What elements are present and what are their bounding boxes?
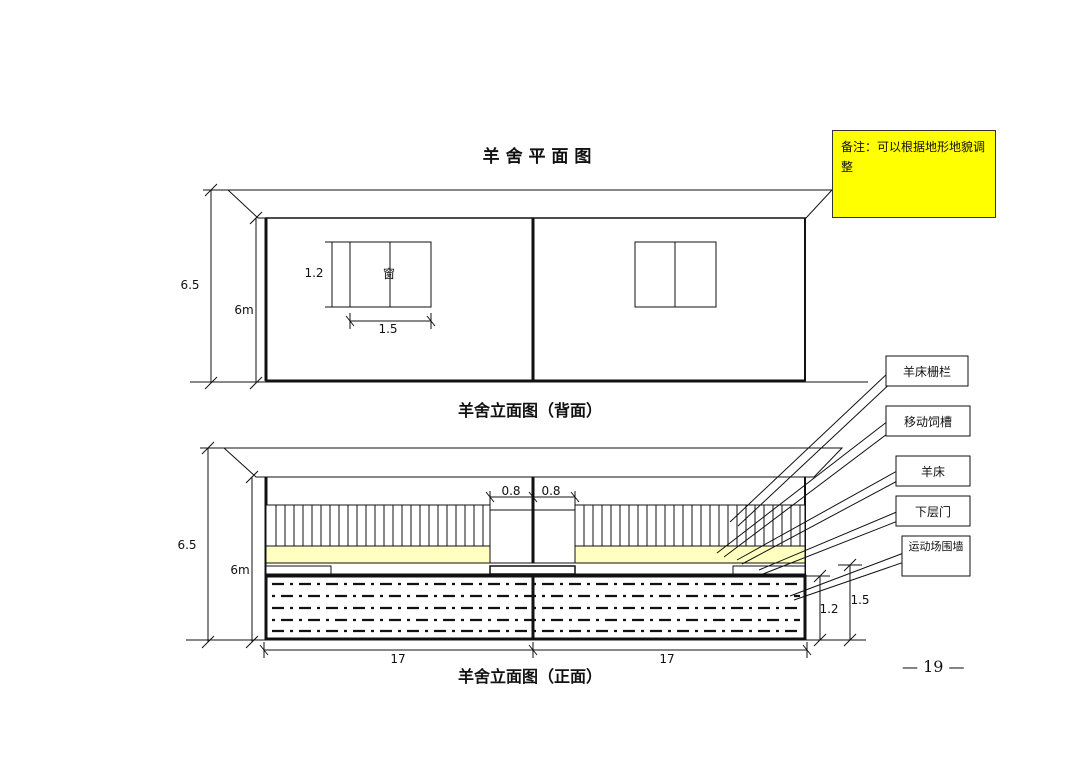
lower-door-center — [489, 565, 576, 575]
door-width-left-label: 0.8 — [501, 484, 520, 498]
callout-bed: 羊床 — [921, 464, 945, 479]
front-roof — [222, 447, 844, 478]
plan-title: 羊 舍 平 面 图 — [483, 146, 592, 167]
front-wall-height-label: 6m — [230, 563, 249, 577]
back-wall-height-label: 6m — [234, 303, 253, 317]
lower-door-left — [265, 565, 332, 575]
window-width-dimension — [345, 313, 436, 329]
length-left-label: 17 — [390, 652, 405, 666]
callout-lower-door: 下层门 — [915, 504, 951, 519]
note-box: 备注：可以根据地形地貌调整 — [832, 130, 996, 218]
callout-bed-fence: 羊床栅栏 — [903, 364, 951, 379]
yard-wall-pattern — [272, 582, 800, 633]
length-right-label: 17 — [659, 652, 674, 666]
window-height-dimension — [325, 241, 350, 308]
window-label: 窗 — [383, 267, 395, 281]
sheep-bed-left — [265, 545, 491, 564]
back-total-height-dimension — [203, 183, 232, 390]
callout-box-bed-fence — [885, 355, 969, 387]
front-total-height-label: 6.5 — [177, 538, 196, 552]
callout-box-yard-wall — [901, 535, 971, 577]
door-width-dimension — [485, 491, 580, 508]
yard-wall-height-inner-label: 1.2 — [819, 602, 838, 616]
callout-box-feeder — [885, 405, 971, 437]
window-width-label: 1.5 — [378, 322, 397, 336]
yard-wall-height-outer-label: 1.5 — [850, 593, 869, 607]
window-height-label: 1.2 — [304, 266, 323, 280]
page-number: — 19 — — [902, 657, 965, 676]
callout-leaders — [716, 371, 914, 601]
bed-fence-right — [574, 504, 806, 547]
callout-yard-wall-wrap: 运动场围墙 — [908, 540, 964, 553]
back-wall-height-dimension — [249, 211, 263, 390]
yard-wall-height-outer-dimension — [838, 558, 862, 647]
back-total-height-label: 6.5 — [180, 278, 199, 292]
door-width-right-label: 0.8 — [541, 484, 560, 498]
front-wall-height-dimension — [245, 470, 259, 649]
yard-wall-height-inner-dimension — [805, 569, 830, 647]
callout-yard-wall: 运动场围墙 — [908, 540, 964, 553]
lower-door-right — [732, 565, 806, 575]
callout-box-bed — [895, 455, 971, 487]
back-roof — [226, 189, 834, 219]
fence-bars — [275, 505, 801, 546]
callout-feeder: 移动饲槽 — [904, 415, 952, 429]
length-dimension — [259, 642, 812, 658]
front-total-height-dimension — [200, 441, 228, 649]
callout-box-lower-door — [895, 495, 971, 527]
front-elevation-title: 羊舍立面图（正面） — [458, 667, 602, 686]
back-elevation-title: 羊舍立面图（背面） — [458, 401, 602, 420]
